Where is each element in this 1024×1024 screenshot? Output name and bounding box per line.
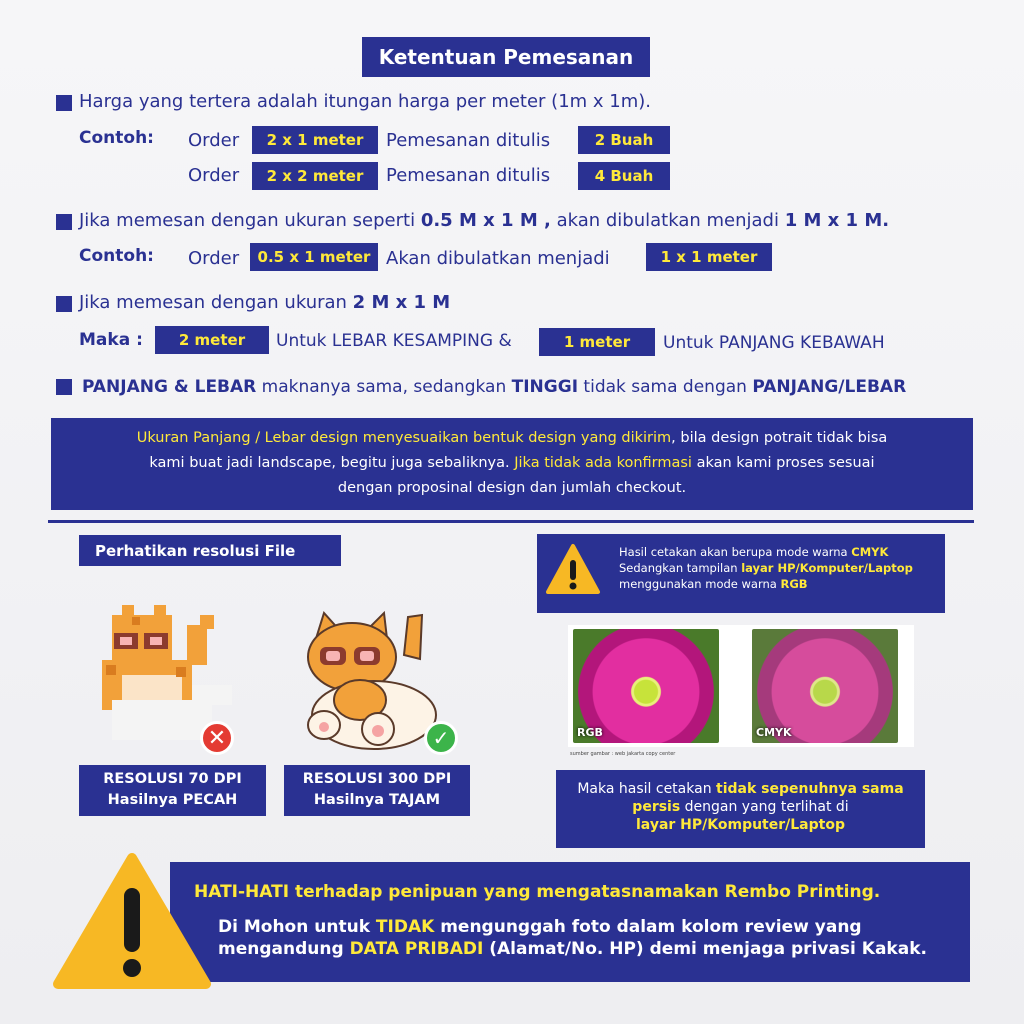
- design-orientation-notice: Ukuran Panjang / Lebar design menyesuaik…: [51, 418, 973, 510]
- fraud-warning-title: HATI-HATI terhadap penipuan yang mengata…: [194, 882, 881, 902]
- rgb-label: RGB: [577, 726, 603, 739]
- rule1-row1-written: Pemesanan ditulis: [386, 130, 551, 151]
- rule2-rounded-text: Akan dibulatkan menjadi: [386, 248, 610, 269]
- color-mode-info: Hasil cetakan akan berupa mode warna CMY…: [537, 534, 945, 613]
- rule2-example-label: Contoh:: [79, 246, 154, 266]
- rule1-row2-written: Pemesanan ditulis: [386, 165, 551, 186]
- print-result-note: Maka hasil cetakan tidak sepenuhnya sama…: [556, 770, 925, 848]
- rgb-flower-image: RGB: [573, 629, 719, 743]
- rule4-text: PANJANG & LEBAR maknanya sama, sedangkan…: [82, 377, 907, 397]
- cmyk-label: CMYK: [756, 726, 792, 739]
- check-icon: ✓: [424, 721, 458, 755]
- rule2-to-size: 1 x 1 meter: [646, 243, 772, 271]
- bullet-icon: [56, 95, 72, 111]
- rule2-from-size: 0.5 x 1 meter: [250, 243, 378, 271]
- cross-icon: ✕: [200, 721, 234, 755]
- rule3-text: Jika memesan dengan ukuran 2 M x 1 M: [79, 292, 451, 313]
- resolution-heading: Perhatikan resolusi File: [79, 535, 341, 566]
- flower-comparison-panel: RGB CMYK: [568, 625, 914, 747]
- rule3-length-value: 1 meter: [539, 328, 655, 356]
- cmyk-flower-image: CMYK: [752, 629, 898, 743]
- bullet-icon: [56, 296, 72, 312]
- rule1-text: Harga yang tertera adalah itungan harga …: [79, 91, 652, 112]
- rule3-length-text: Untuk PANJANG KEBAWAH: [663, 333, 885, 353]
- fraud-warning-body: Di Mohon untuk TIDAK mengunggah foto dal…: [218, 917, 927, 959]
- rule1-row1-qty: 2 Buah: [578, 126, 670, 154]
- warning-icon: [545, 542, 601, 598]
- rule3-maka-label: Maka :: [79, 330, 143, 350]
- high-resolution-cat-image: ✓: [294, 605, 464, 755]
- bullet-icon: [56, 214, 72, 230]
- bullet-icon: [56, 379, 72, 395]
- rule3-width-text: Untuk LEBAR KESAMPING &: [276, 331, 512, 351]
- divider: [48, 520, 974, 523]
- rule3-width-value: 2 meter: [155, 326, 269, 354]
- rule2-order: Order: [188, 248, 240, 269]
- fraud-warning-box: HATI-HATI terhadap penipuan yang mengata…: [170, 862, 970, 982]
- low-resolution-cat-image: ✕: [92, 605, 252, 755]
- rule2-text: Jika memesan dengan ukuran seperti 0.5 M…: [79, 210, 890, 231]
- rule1-example-label: Contoh:: [79, 128, 154, 148]
- rule1-row2-qty: 4 Buah: [578, 162, 670, 190]
- rule1-row2-order: Order: [188, 165, 240, 186]
- page-title: Ketentuan Pemesanan: [362, 37, 650, 77]
- large-warning-icon: [52, 852, 212, 992]
- rule1-row1-order: Order: [188, 130, 240, 151]
- rule1-row2-size: 2 x 2 meter: [252, 162, 378, 190]
- rule1-row1-size: 2 x 1 meter: [252, 126, 378, 154]
- image-source: sumber gambar : web jakarta copy center: [570, 751, 676, 757]
